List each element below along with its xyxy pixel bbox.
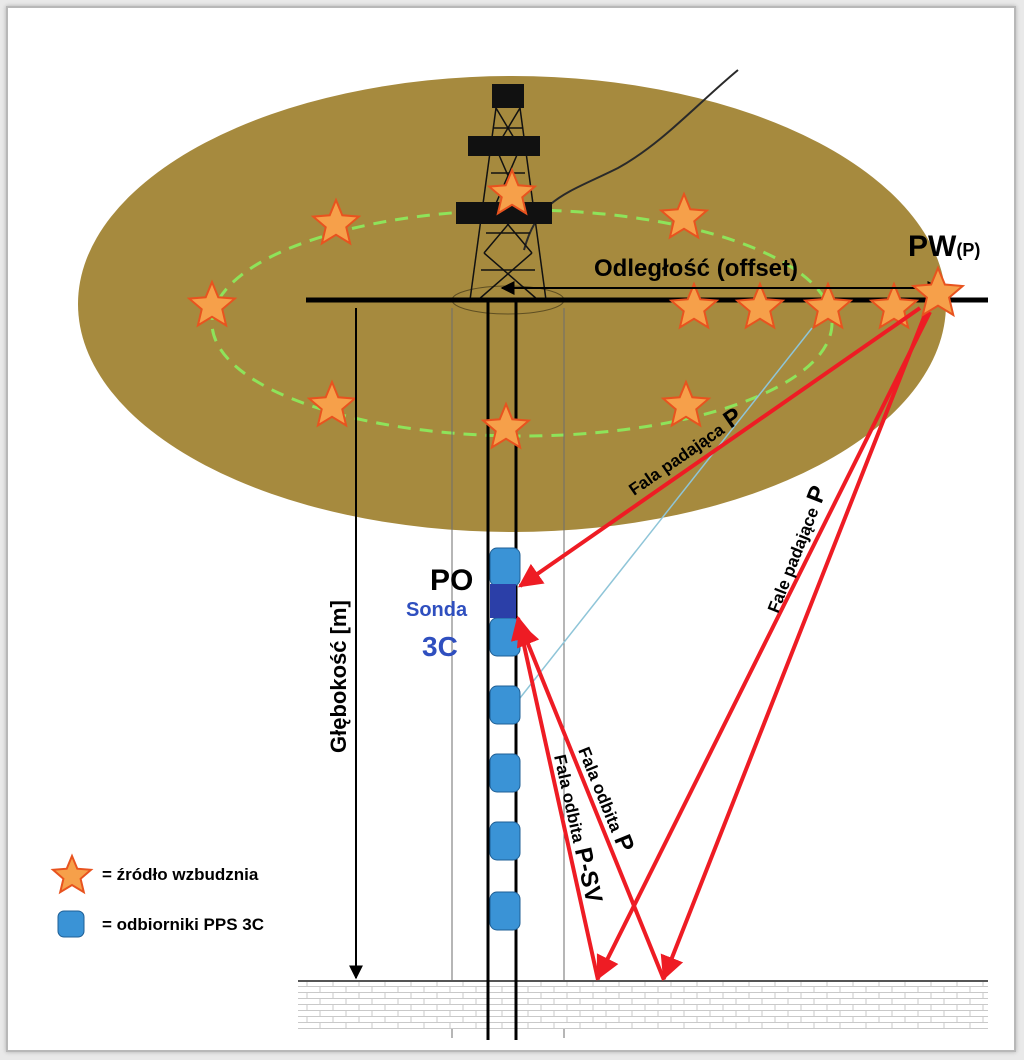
source-star-icon <box>310 197 362 246</box>
legend-star-icon <box>50 853 94 895</box>
ray-reflected-psv <box>510 615 600 981</box>
source-star-icon <box>306 379 358 428</box>
incident-waves-label: Fale padająceP <box>758 482 832 616</box>
reflector-layer <box>298 981 988 1029</box>
source-point-star-icon <box>910 265 966 318</box>
ray-incident-down-2 <box>596 311 932 981</box>
source-star-icon <box>658 191 710 240</box>
probe-label: Sonda <box>406 599 468 621</box>
receiver-icon <box>489 617 521 657</box>
legend-receiver-text: = odbiorniki PPS 3C <box>102 915 264 934</box>
source-star-icon <box>668 281 720 330</box>
source-ring <box>210 208 834 438</box>
derrick-top-block <box>492 84 524 108</box>
ray-incident-direct <box>518 306 922 588</box>
derrick-lower-platform <box>456 202 552 224</box>
receiver-icon <box>489 547 521 587</box>
receiver-icon <box>489 821 521 861</box>
legend-source-text: = źródło wzbudznia <box>102 865 259 884</box>
vsp-diagram: PW(P) Odległość (offset) Głębokość [m] P… <box>50 69 988 1040</box>
probe-type-label: 3C <box>422 631 458 662</box>
offset-label: Odległość (offset) <box>594 255 798 282</box>
depth-label: Głębokość [m] <box>326 600 351 753</box>
source-point-star-icon <box>910 265 966 318</box>
source-star-icon <box>734 281 786 330</box>
figure-frame: PW(P) Odległość (offset) Głębokość [m] P… <box>6 6 1016 1052</box>
legend: = źródło wzbudznia = odbiorniki PPS 3C <box>50 853 264 938</box>
source-star-icon <box>186 279 238 328</box>
legend-receiver-icon <box>57 910 85 938</box>
guide-ray <box>519 327 813 699</box>
probe-3c <box>490 584 516 618</box>
ray-reflected-p <box>516 621 666 981</box>
receiver-point-label: PO <box>430 564 473 597</box>
source-point-label: PW(P) <box>908 230 980 263</box>
derrick-upper-platform <box>468 136 540 156</box>
source-star-icon <box>486 167 538 216</box>
receiver-icon <box>489 685 521 725</box>
source-star-icon <box>480 401 532 450</box>
receiver-icon <box>489 891 521 931</box>
legend-star-icon <box>50 853 94 895</box>
source-stars <box>186 167 920 450</box>
ray-incident-down-1 <box>660 311 928 981</box>
receiver-icon <box>489 753 521 793</box>
source-star-icon <box>802 281 854 330</box>
source-star-icon <box>660 379 712 428</box>
ground-ellipse <box>78 76 946 532</box>
